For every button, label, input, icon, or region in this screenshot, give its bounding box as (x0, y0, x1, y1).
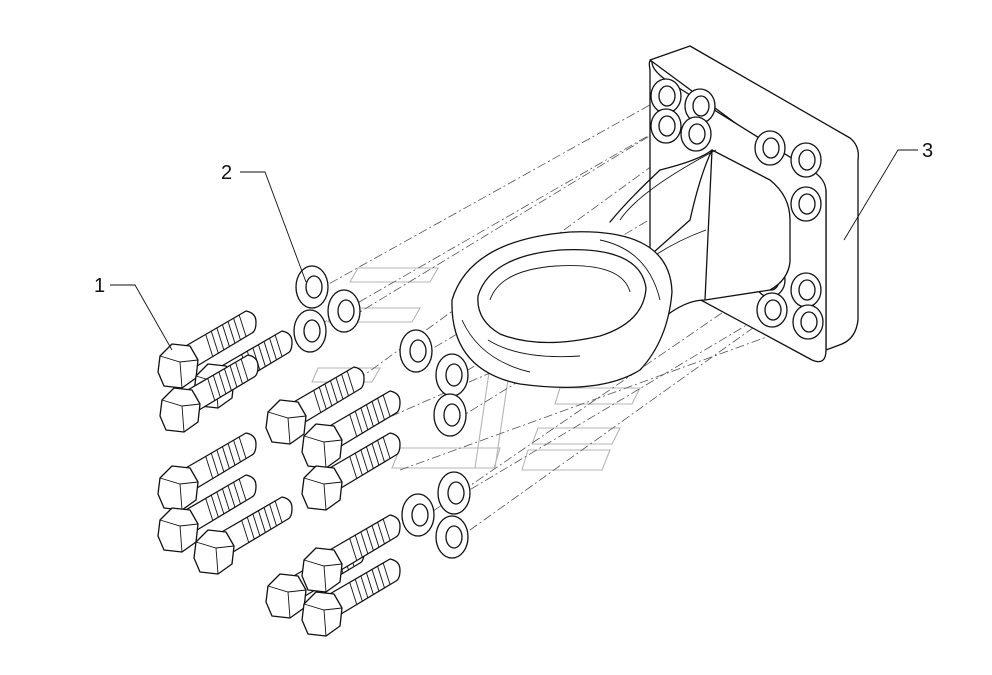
washer (293, 309, 327, 353)
washer (295, 265, 329, 309)
hex-bolt (159, 354, 259, 433)
callout-label-3: 3 (922, 140, 933, 162)
flange-hole (790, 186, 822, 222)
flange-hole (790, 142, 822, 178)
washer (435, 515, 469, 559)
hex-bolt-group (157, 310, 401, 637)
washer (437, 471, 471, 515)
hex-bolt (157, 474, 257, 553)
flange-hole (756, 292, 788, 328)
washer (327, 289, 361, 333)
callout-leaders (110, 149, 918, 351)
hex-bolt (301, 432, 401, 511)
axis-line (299, 105, 701, 337)
hex-bolt (193, 496, 293, 575)
washer (435, 353, 469, 397)
flange-hole (650, 78, 682, 114)
leader-line-2 (240, 171, 307, 283)
hex-bolt (157, 310, 257, 389)
axis-line (419, 279, 771, 521)
flange-hole (792, 304, 824, 340)
flange-hole (754, 130, 786, 166)
hex-bolt (301, 558, 401, 637)
hex-bolt (265, 366, 365, 445)
axis-line (299, 95, 667, 301)
axis-line (455, 289, 807, 541)
hex-bolt (301, 390, 401, 469)
washer (401, 493, 435, 537)
callout-label-1: 1 (94, 275, 105, 297)
flange-hole (684, 88, 716, 124)
flange-hole (650, 108, 682, 144)
hex-bolt (301, 514, 401, 593)
towing-eye-bracket (451, 45, 859, 388)
callout-label-2: 2 (221, 162, 232, 184)
flange-hole (680, 116, 712, 152)
axis-line (455, 309, 773, 499)
axis-line (349, 125, 667, 319)
washer (433, 393, 467, 437)
washer (399, 329, 433, 373)
axis-line (399, 321, 809, 471)
hex-bolt (157, 432, 257, 511)
leader-line-1 (110, 284, 173, 351)
washer-group (293, 265, 471, 559)
leader-line-3 (843, 149, 918, 241)
flange-hole (790, 272, 822, 308)
